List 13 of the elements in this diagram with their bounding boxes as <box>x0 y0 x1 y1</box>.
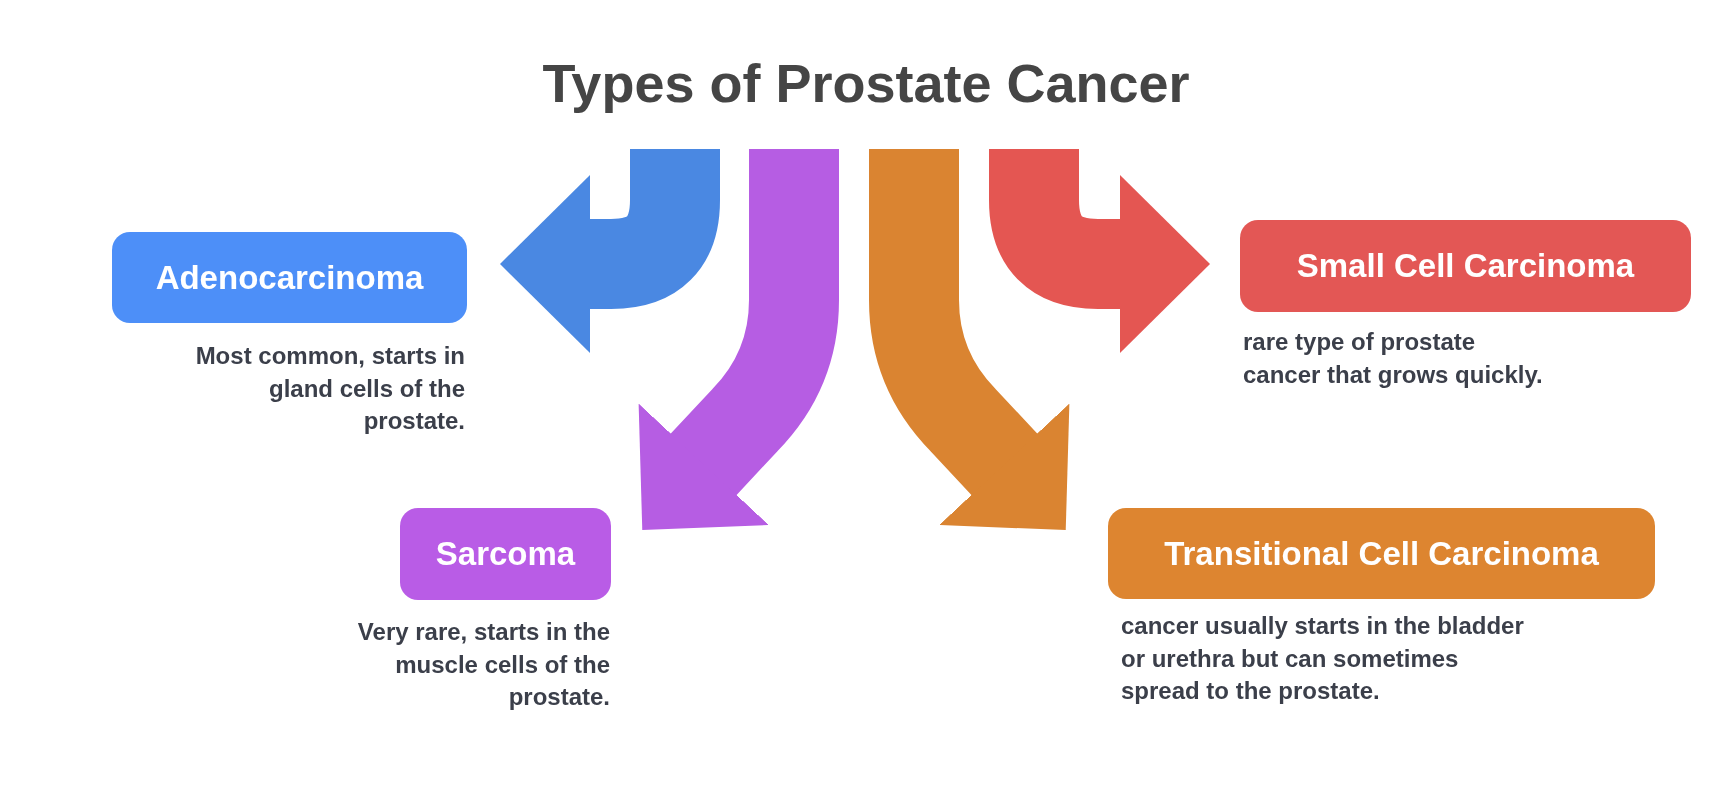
title: Types of Prostate Cancer <box>541 52 1191 114</box>
description: rare type of prostate cancer that grows quickly. <box>1243 327 1544 390</box>
curved-arrow <box>869 149 1070 531</box>
category-box: Sarcoma <box>400 508 611 600</box>
description: Very rare, starts in the muscle cells of the prostate. <box>356 617 610 713</box>
category-box: Transitional Cell Carcinoma <box>1108 508 1655 599</box>
curved-arrow <box>638 149 839 531</box>
category-box: Small Cell Carcinoma <box>1240 220 1691 312</box>
category-box: Adenocarcinoma <box>112 232 467 323</box>
curved-arrow <box>989 149 1210 353</box>
description: cancer usually starts in the bladder or urethra but can sometimes spread to the prostate. <box>1121 611 1525 707</box>
description: Most common, starts in gland cells of the prostate. <box>195 341 465 437</box>
curved-arrow <box>500 149 720 353</box>
